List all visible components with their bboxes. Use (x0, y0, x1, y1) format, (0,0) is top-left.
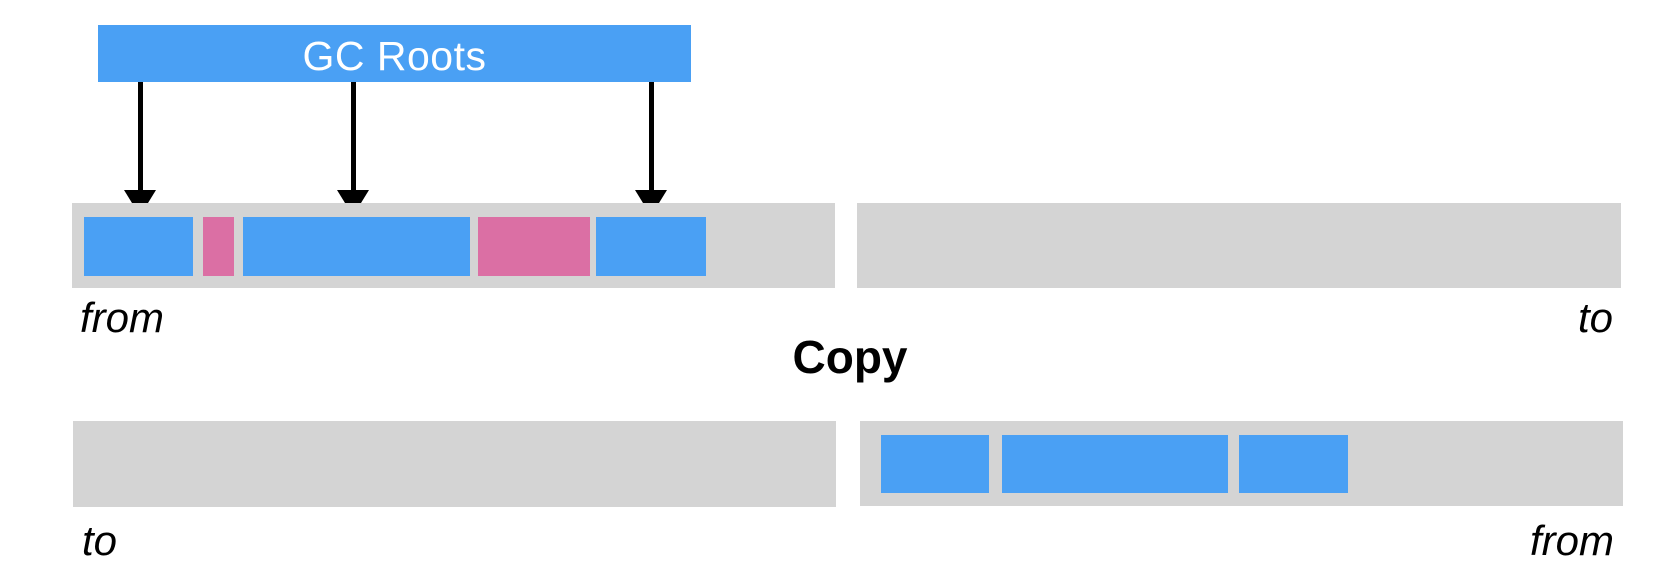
live-object-block (881, 435, 989, 493)
to-space-before-copy (857, 203, 1621, 288)
to-space-after-copy (73, 421, 836, 507)
from-space-label: from (1530, 517, 1614, 564)
gc-pointer-arrow (337, 82, 369, 216)
gc-pointer-arrow (635, 82, 667, 216)
to-space-label: to (1577, 294, 1613, 341)
arrow-shaft (350, 82, 356, 190)
arrow-shaft (648, 82, 654, 190)
from-space-label: from (80, 294, 164, 341)
garbage-object-block (478, 217, 590, 276)
garbage-object-block (203, 217, 234, 276)
live-object-block (84, 217, 193, 276)
live-object-block (1239, 435, 1348, 493)
from-space-before-copy (72, 203, 835, 288)
arrow-shaft (137, 82, 143, 190)
live-object-block (1002, 435, 1228, 493)
copy-caption: Copy (792, 331, 908, 383)
live-object-block (596, 217, 706, 276)
from-space-after-copy (860, 421, 1623, 506)
live-object-block (243, 217, 470, 276)
gc-pointer-arrow (124, 82, 156, 216)
gc-roots-box: GC Roots (98, 25, 691, 82)
gc-roots-label: GC Roots (302, 32, 487, 79)
to-space-label: to (82, 517, 118, 564)
